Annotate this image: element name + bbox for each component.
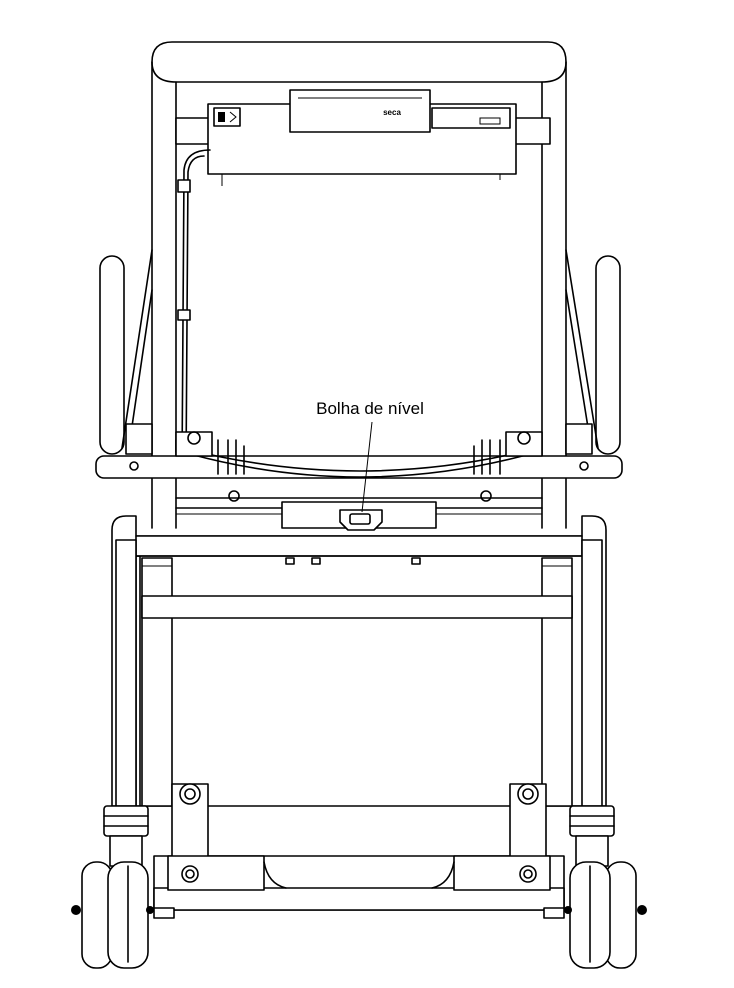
footrest-base	[153, 783, 565, 919]
weighing-base	[175, 490, 543, 529]
lower-frame	[111, 515, 607, 807]
armrest-left	[99, 249, 153, 455]
level-bubble	[339, 509, 383, 531]
callout-level-bubble: Bolha de nível	[316, 399, 424, 418]
level-bubble-callout: Bolha de nível	[316, 399, 424, 513]
logo-mark	[218, 112, 225, 122]
push-handle-frame	[151, 41, 567, 529]
caster-left	[71, 805, 154, 969]
armrest-right	[565, 249, 621, 455]
caster-right	[564, 805, 647, 969]
display-unit: seca	[175, 89, 551, 186]
seat-crossbar	[95, 431, 623, 479]
display-brand-label: seca	[383, 108, 401, 117]
cable	[175, 149, 211, 477]
